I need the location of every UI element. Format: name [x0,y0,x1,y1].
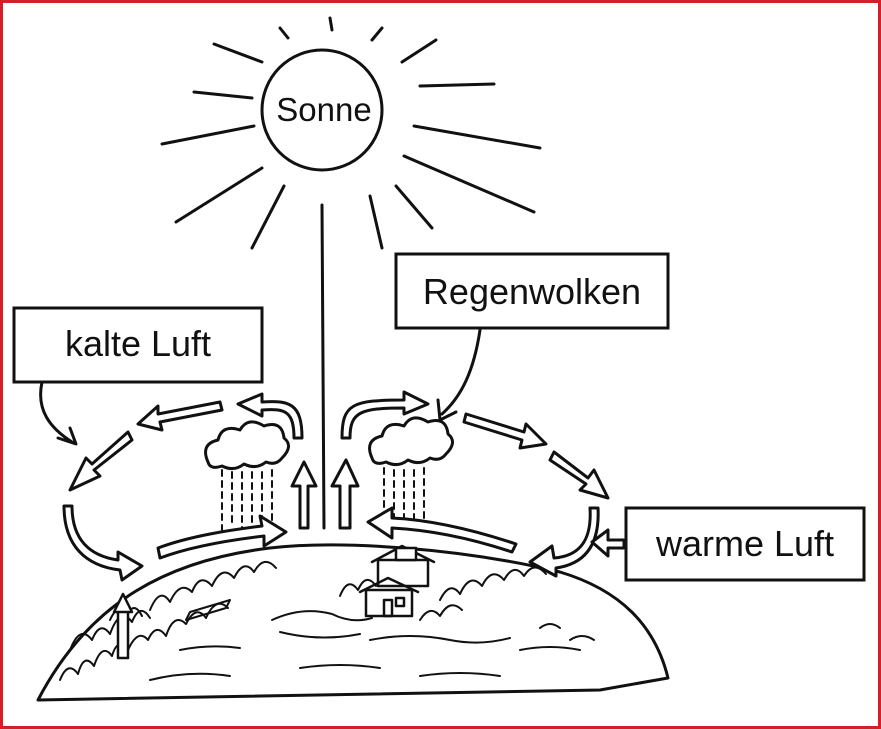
curve-arrow-top-left [236,392,304,440]
sun-label: Sonne [276,91,371,128]
arrow-right-bottom [528,506,600,578]
sun-circle [260,48,384,172]
label-box-warme-luft: warme Luft [624,506,866,582]
label-kalte-luft: kalte Luft [65,323,211,364]
arrow-ground-right [366,506,518,554]
up-arrow-right [330,458,360,530]
label-box-kalte-luft: kalte Luft [12,306,264,384]
rain-cloud-right [368,416,454,529]
label-regenwolken: Regenwolken [423,271,641,312]
pointer-regenwolken [436,328,482,422]
arrow-warm-air-pointer [590,528,626,558]
up-arrow-left [290,460,318,530]
village-houses [358,544,436,618]
label-box-regenwolken: Regenwolken [394,252,670,330]
earth-outline [36,543,670,702]
pointer-kalte-luft [39,380,78,446]
arrow-ground-left [156,514,288,560]
vertical-sun-ray [320,203,326,530]
curve-arrow-top-right [340,390,430,440]
landscape-vegetation [59,561,595,681]
tower [112,592,134,660]
circulation-arrows [62,390,626,582]
arrow-left-upper [136,400,224,432]
water-ripples [149,599,581,681]
arrow-left-bottom [62,504,144,582]
rain-cloud-left [204,420,290,531]
arrow-left-down [68,430,134,492]
label-warme-luft: warme Luft [655,523,834,564]
sun-rays [160,16,542,250]
arrow-right-upper [462,412,548,450]
arrow-right-down [548,450,610,500]
